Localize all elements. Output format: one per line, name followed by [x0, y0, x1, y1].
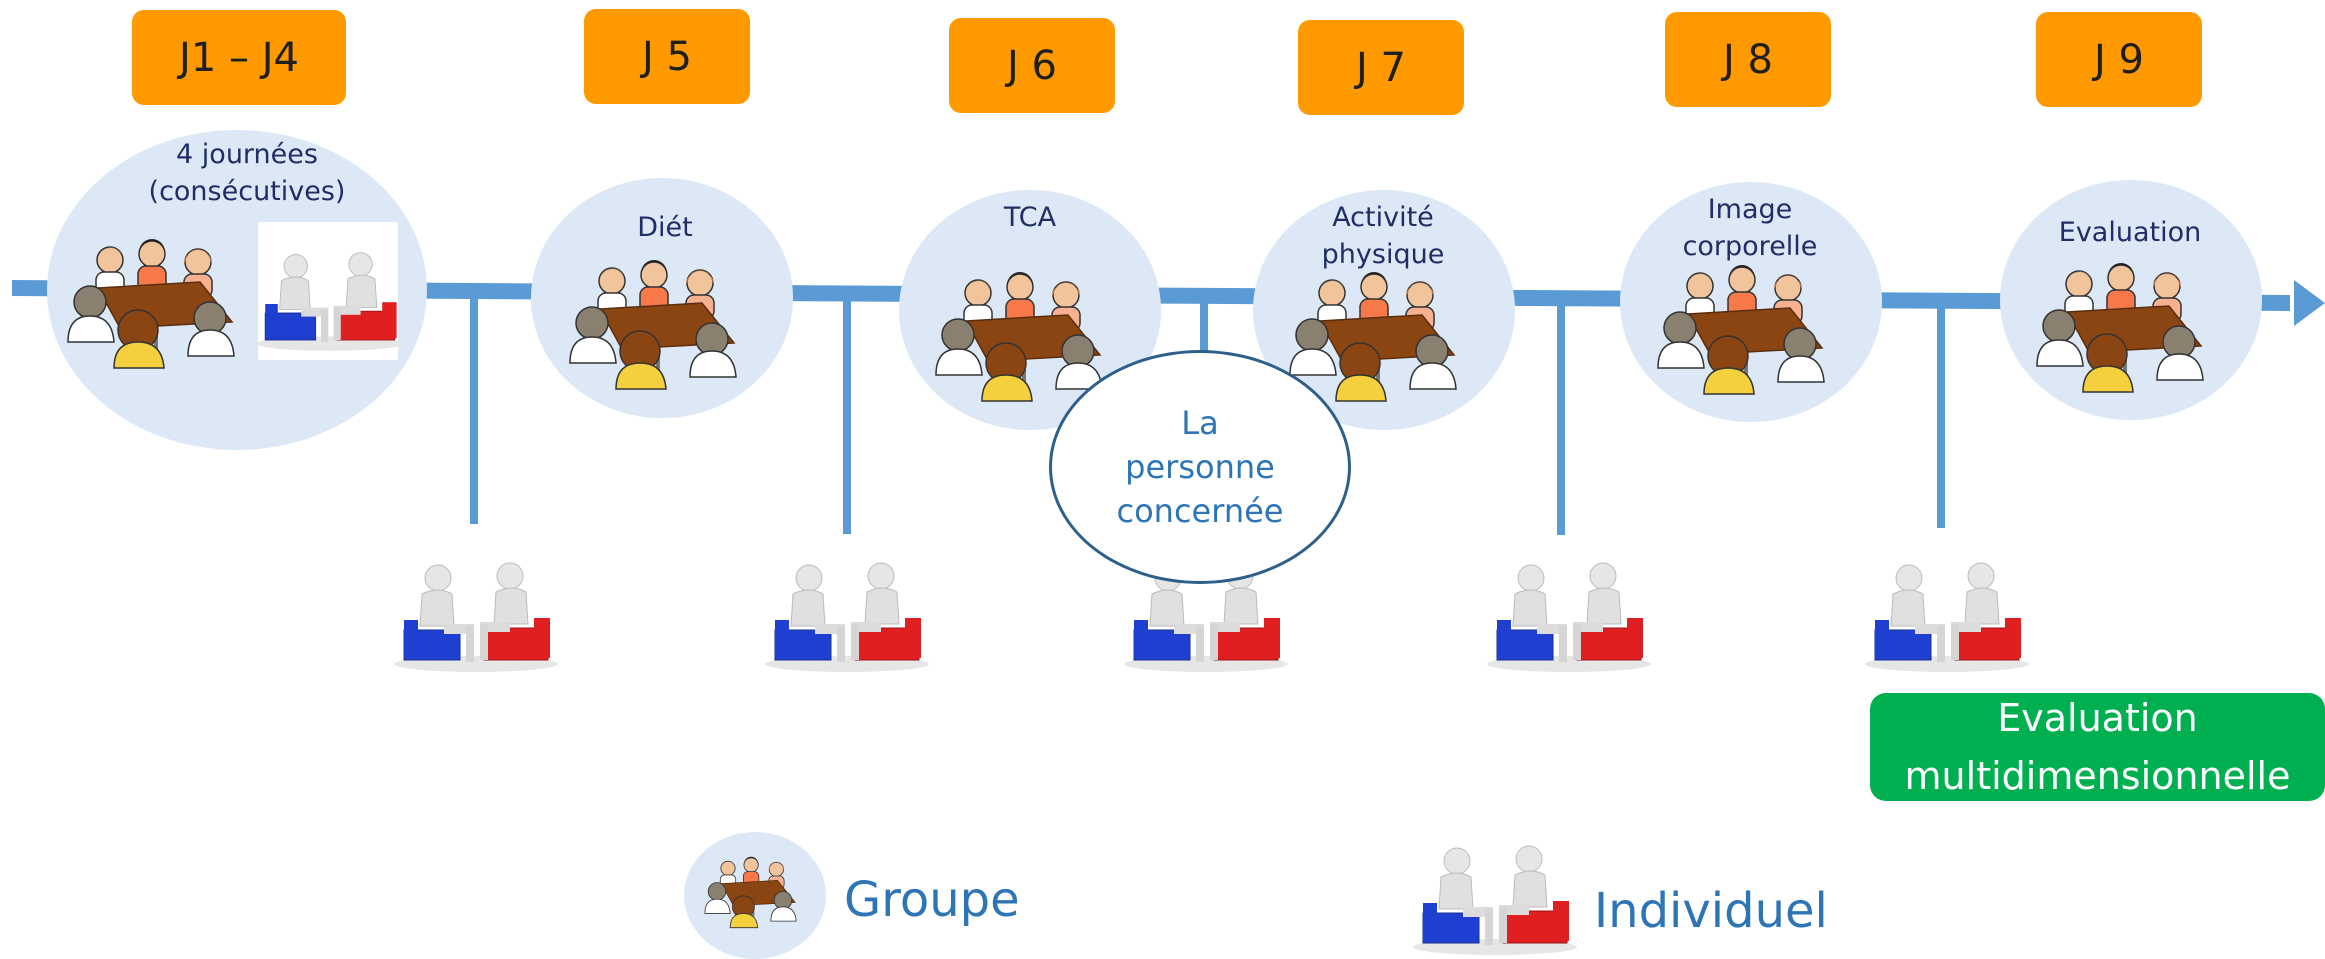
individual-meeting-icon — [1412, 845, 1578, 956]
session-label-j5: Diét — [637, 212, 693, 243]
session-label-j7: Activité physique — [1321, 202, 1445, 270]
evaluation-box: Evaluation multidimensionnelle — [1870, 693, 2325, 801]
individual-meeting-icon — [1864, 562, 2030, 673]
day-badge-j9: J 9 — [2036, 12, 2202, 107]
stem-4 — [1557, 305, 1565, 535]
day-badge-j1-j4: J1 – J4 — [132, 10, 346, 105]
session-label-j1-j4: 4 journées (consécutives) — [148, 139, 346, 207]
group-meeting-icon — [67, 238, 235, 369]
day-badge-j7: J 7 — [1298, 20, 1464, 115]
day-badge-j5: J 5 — [584, 9, 750, 104]
individual-meeting-icon — [255, 252, 405, 352]
session-label-j6: TCA — [1003, 202, 1057, 233]
focus-person-ellipse: La personne concernée — [1049, 350, 1351, 584]
legend-group-label: Groupe — [844, 872, 1020, 928]
legend-individual-label: Individuel — [1594, 883, 1828, 939]
group-meeting-icon — [569, 259, 737, 390]
day-badge-j6: J 6 — [949, 18, 1115, 113]
focus-person-label: La personne concernée — [1116, 404, 1284, 530]
individual-meeting-icon — [1486, 562, 1652, 673]
stem-2 — [843, 300, 851, 534]
group-meeting-icon — [704, 856, 797, 929]
day-badge-j8: J 8 — [1665, 12, 1831, 107]
group-meeting-icon — [1657, 264, 1825, 395]
stem-3 — [1200, 302, 1208, 354]
timeline-arrow — [2294, 280, 2325, 326]
individual-meeting-icon — [764, 562, 930, 673]
session-label-j9: Evaluation — [2058, 217, 2202, 248]
individual-meeting-icon — [393, 562, 559, 673]
stem-5 — [1937, 308, 1945, 528]
legend-group: Groupe — [684, 832, 1044, 959]
legend-individual: Individuel — [1410, 845, 1830, 959]
group-meeting-icon — [2036, 262, 2204, 393]
stem-1 — [470, 296, 478, 524]
session-label-j8: Image corporelle — [1682, 194, 1818, 262]
